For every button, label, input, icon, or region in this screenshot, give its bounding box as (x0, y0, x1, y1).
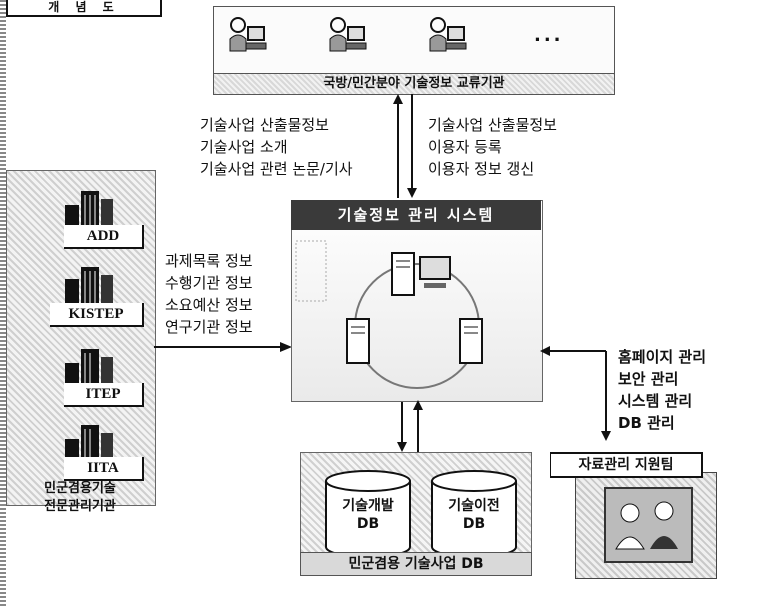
org-name: ITEP (64, 383, 144, 407)
flow-text: 이용자 정보 갱신 (428, 160, 535, 178)
monitor-icon (419, 256, 451, 288)
diagram-title: 개 념 도 (6, 0, 162, 17)
db-label-line: 기술이전 (448, 498, 500, 514)
arrow-team-system (540, 346, 611, 441)
flow-text: 이용자 등록 (428, 138, 502, 156)
org-name: IITA (64, 457, 144, 481)
caption-line: 전문관리기관 (44, 499, 116, 514)
org-itep: ITEP (19, 343, 144, 407)
server-icon (346, 318, 370, 364)
team-label: 자료관리 지원팀 (550, 452, 703, 478)
organizations-caption: 민군겸용기술 전문관리기관 (10, 480, 150, 516)
person-at-computer-icon (229, 17, 267, 52)
people-icon (606, 489, 691, 561)
org-name: KISTEP (50, 303, 144, 327)
team-picture-frame (575, 472, 717, 579)
flow-text: 홈페이지 관리 (618, 348, 707, 366)
partner-institutions-caption: 국방/민간분야 기술정보 교류기관 (213, 73, 615, 95)
meeting-photo (604, 487, 693, 563)
flow-label-from-orgs: 과제목록 정보 수행기관 정보 소요예산 정보 연구기관 정보 (165, 250, 253, 338)
server-icon (391, 252, 415, 296)
arrow-orgs-to-system (154, 342, 292, 352)
system-network-graphic (295, 240, 483, 389)
flow-text: DB 관리 (618, 414, 675, 432)
person-at-computer-icon (429, 17, 467, 52)
flow-text: 기술사업 산출물정보 (200, 116, 329, 134)
building-icon (65, 191, 113, 233)
database-caption: 민군겸용 기술사업 DB (300, 552, 532, 576)
db-label: 기술개발 DB (328, 497, 408, 533)
flow-text: 시스템 관리 (618, 392, 693, 410)
flow-text: 수행기관 정보 (165, 274, 253, 292)
org-add: ADD (19, 185, 144, 249)
left-border-pattern (0, 0, 6, 607)
db-label-line: DB (462, 516, 486, 532)
db-label-line: DB (356, 516, 380, 532)
flow-label-up-right: 기술사업 산출물정보 이용자 등록 이용자 정보 갱신 (428, 114, 557, 180)
flow-text: 기술사업 관련 논문/기사 (200, 160, 353, 178)
db-label: 기술이전 DB (434, 497, 514, 533)
flow-text: 보안 관리 (618, 370, 679, 388)
vertical-arrows-bottom (397, 400, 423, 452)
caption-line: 민군겸용기술 (44, 481, 116, 496)
organizations-panel: ADD KISTEP ITEP IITA (6, 170, 156, 506)
system-box (291, 200, 543, 402)
database-cylinder (325, 470, 411, 558)
person-at-computer-icon (329, 17, 367, 52)
org-kistep: KISTEP (19, 263, 144, 327)
database-cylinder (431, 470, 517, 558)
flow-label-support: 홈페이지 관리 보안 관리 시스템 관리 DB 관리 (618, 346, 706, 434)
org-iita: IITA (19, 417, 144, 481)
db-label-line: 기술개발 (342, 498, 394, 514)
vertical-arrows-top (393, 94, 417, 198)
flow-label-down-left: 기술사업 산출물정보 기술사업 소개 기술사업 관련 논문/기사 (200, 114, 353, 180)
ellipsis: ... (534, 25, 564, 46)
system-title: 기술정보 관리 시스템 (291, 200, 541, 230)
flow-text: 기술사업 소개 (200, 138, 288, 156)
flow-text: 과제목록 정보 (165, 252, 253, 270)
server-icon (459, 318, 483, 364)
flow-text: 기술사업 산출물정보 (428, 116, 557, 134)
flow-text: 연구기관 정보 (165, 318, 253, 336)
flow-text: 소요예산 정보 (165, 296, 253, 314)
building-icon (65, 267, 113, 311)
org-name: ADD (64, 225, 144, 249)
